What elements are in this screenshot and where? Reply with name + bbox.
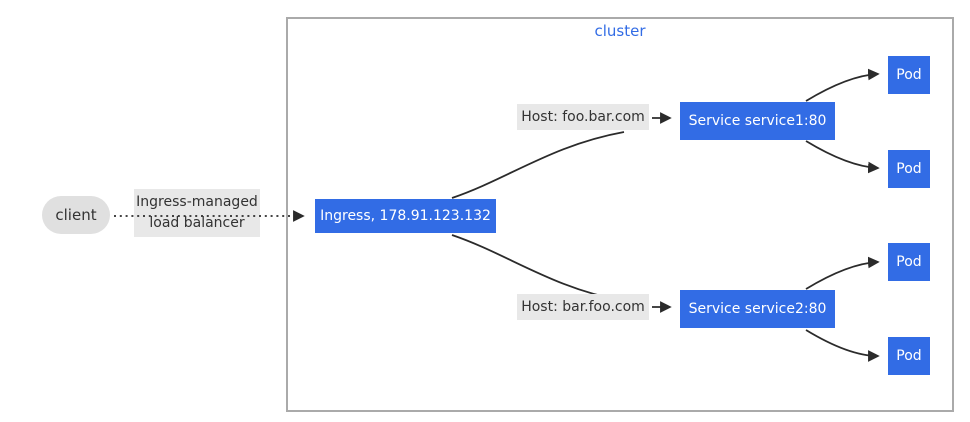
ingress-label: Ingress, 178.91.123.132	[320, 208, 491, 224]
service2-label: Service service2:80	[688, 301, 827, 317]
pod-label: Pod	[896, 67, 922, 83]
pod-label: Pod	[896, 254, 922, 270]
service1-node: Service service1:80	[680, 102, 835, 140]
edge-service1-to-pod1	[805, 68, 880, 102]
cluster-boundary	[286, 17, 954, 412]
load-balancer-edge-label: Ingress-managed load balancer	[134, 189, 260, 237]
host-label-text: Host: foo.bar.com	[521, 109, 645, 125]
pod-node: Pod	[888, 337, 930, 375]
client-node: client	[42, 196, 110, 234]
edge-ingress-to-host-bar	[451, 234, 625, 302]
service1-label: Service service1:80	[688, 113, 827, 129]
pod-label: Pod	[896, 348, 922, 364]
pod-label: Pod	[896, 161, 922, 177]
load-balancer-label-background	[134, 189, 260, 237]
ingress-node: Ingress, 178.91.123.132	[315, 199, 496, 233]
load-balancer-label-line2: load balancer	[149, 215, 245, 231]
pod-node: Pod	[888, 243, 930, 281]
service2-node: Service service2:80	[680, 290, 835, 328]
cluster-label: cluster	[594, 22, 646, 40]
pod-node: Pod	[888, 150, 930, 188]
edge-service2-to-pod4	[805, 329, 880, 362]
edge-service1-to-pod2	[805, 140, 880, 174]
edge-service2-to-pod3	[805, 256, 880, 290]
pod-node: Pod	[888, 56, 930, 94]
host-label-bar-foo-com: Host: bar.foo.com	[517, 294, 649, 320]
host-label-text: Host: bar.foo.com	[521, 299, 645, 315]
load-balancer-label-line1: Ingress-managed	[136, 194, 258, 210]
client-label: client	[55, 206, 97, 224]
edge-ingress-to-host-foo	[451, 131, 625, 199]
host-label-foo-bar-com: Host: foo.bar.com	[517, 104, 649, 130]
